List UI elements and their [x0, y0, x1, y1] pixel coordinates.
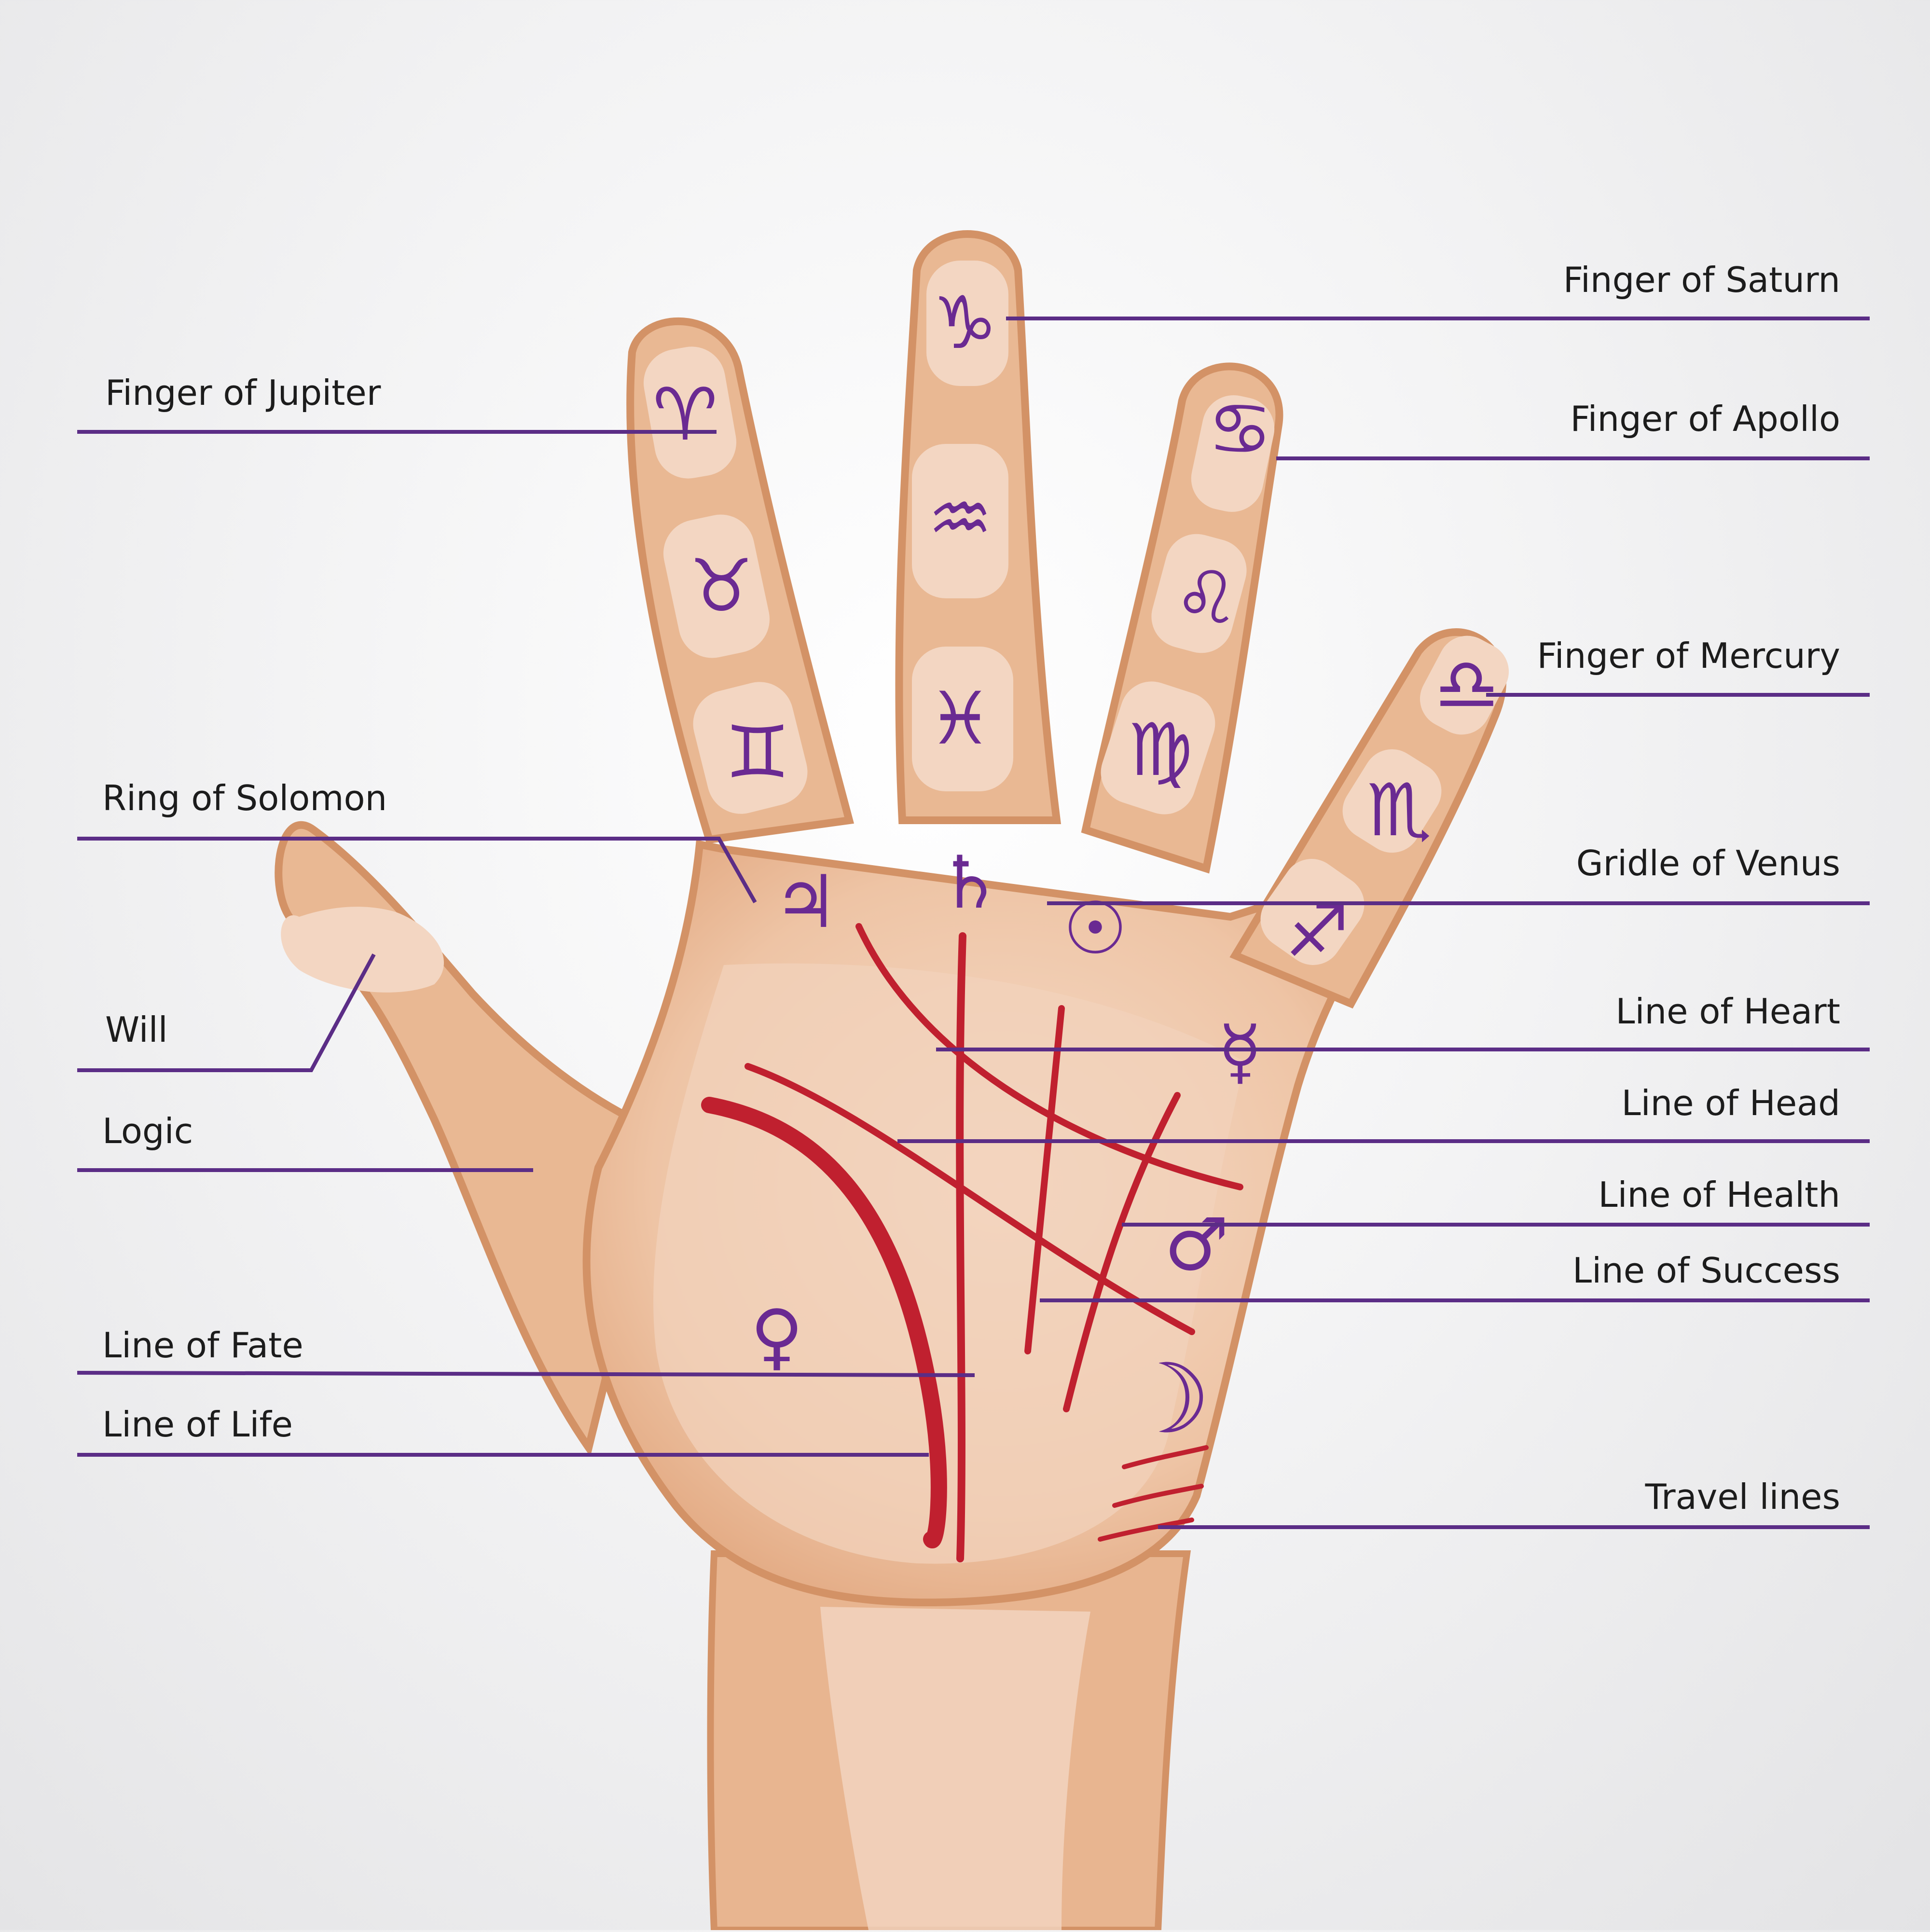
libra-icon: ♎ — [1434, 643, 1499, 727]
line-of-fate — [956, 932, 966, 1562]
label-finger-of-mercury: Finger of Mercury — [1537, 635, 1840, 676]
label-line-of-health: Line of Health — [1598, 1174, 1840, 1215]
mercury-icon: ☿ — [1218, 1010, 1262, 1094]
label-gridle-of-venus: Gridle of Venus — [1576, 843, 1840, 883]
saturn-icon: ♄ — [937, 841, 1002, 925]
jupiter-icon: ♃ — [773, 860, 838, 944]
travel-line-2 — [1112, 1484, 1204, 1508]
line-of-head — [744, 1063, 1195, 1335]
cancer-icon: ♋ — [1208, 387, 1272, 471]
wrist-highlight — [820, 1607, 1090, 1930]
capricorn-icon: ♑ — [933, 281, 997, 365]
label-logic: Logic — [102, 1111, 193, 1151]
leader-ring-of-solomon — [77, 837, 757, 903]
travel-line-1 — [1122, 1445, 1209, 1469]
label-finger-of-apollo: Finger of Apollo — [1570, 399, 1840, 439]
moon-icon: ☽ — [1124, 1343, 1211, 1456]
line-of-health — [1063, 1092, 1181, 1412]
line-of-life — [701, 1097, 947, 1548]
sun-icon: ☉ — [1063, 887, 1128, 971]
leader-line-of-fate — [77, 1371, 975, 1377]
leader-will — [77, 953, 376, 1072]
scorpio-icon: ♏ — [1367, 769, 1432, 853]
label-finger-of-jupiter: Finger of Jupiter — [105, 373, 381, 413]
line-of-success — [1024, 1005, 1065, 1354]
palm-lines — [701, 923, 1243, 1562]
label-ring-of-solomon: Ring of Solomon — [102, 778, 387, 818]
aquarius-icon: ♒ — [928, 477, 993, 561]
palm-inner — [653, 963, 1245, 1564]
taurus-icon: ♉ — [689, 544, 754, 628]
label-finger-of-saturn: Finger of Saturn — [1563, 260, 1840, 300]
leader-lines — [77, 317, 1870, 1529]
travel-line-3 — [1098, 1518, 1194, 1542]
phalanx-pads — [643, 261, 1509, 965]
label-line-of-success: Line of Success — [1572, 1250, 1840, 1291]
label-line-of-heart: Line of Heart — [1615, 991, 1840, 1032]
label-line-of-head: Line of Head — [1621, 1083, 1840, 1123]
mars-icon: ♂ — [1164, 1203, 1229, 1287]
line-of-heart — [855, 923, 1243, 1190]
label-line-of-fate: Line of Fate — [102, 1325, 303, 1366]
thumb-tip — [281, 907, 444, 993]
aries-icon: ♈ — [653, 373, 717, 457]
venus-icon: ♀ — [750, 1295, 803, 1379]
label-travel-lines: Travel lines — [1645, 1477, 1840, 1517]
leo-icon: ♌ — [1174, 556, 1239, 640]
gemini-icon: ♊ — [725, 711, 790, 795]
label-will: Will — [105, 1009, 168, 1050]
virgo-icon: ♍ — [1128, 708, 1193, 792]
label-line-of-life: Line of Life — [102, 1404, 293, 1445]
pisces-icon: ♓ — [928, 677, 993, 761]
